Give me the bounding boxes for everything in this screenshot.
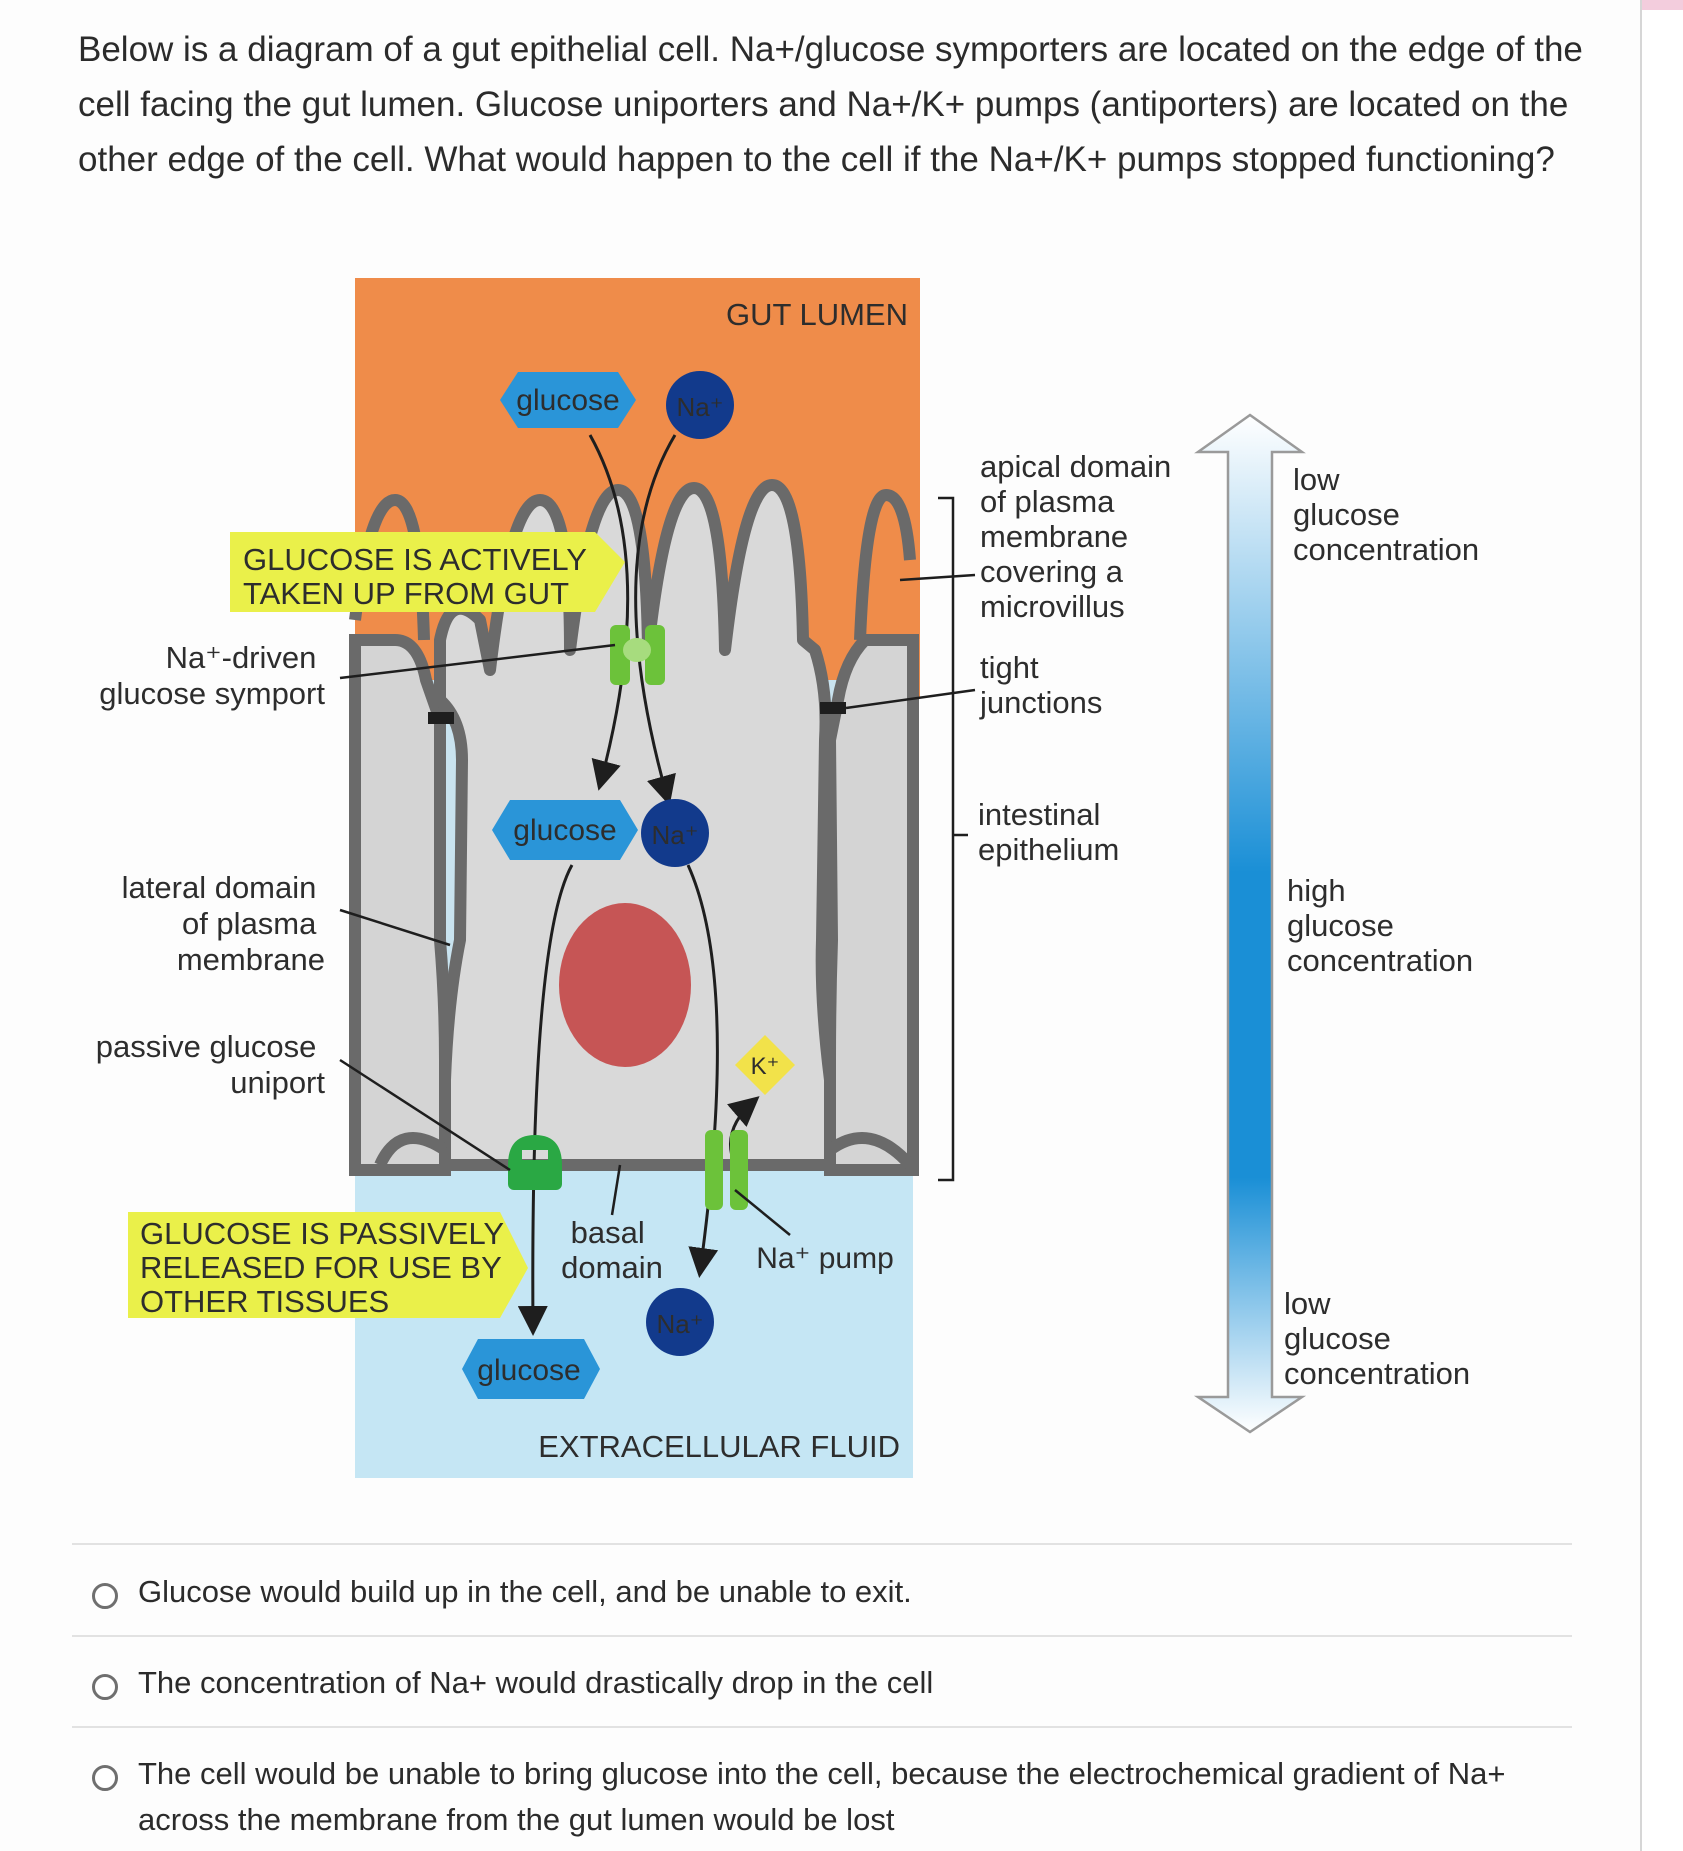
svg-text:Na⁺: Na⁺ bbox=[657, 1309, 704, 1339]
epithelium-bracket bbox=[938, 496, 968, 1182]
tight-junctions-label: tight junctions bbox=[979, 650, 1102, 720]
banner-passive-release bbox=[128, 1212, 528, 1318]
na-ion-bottom: Na⁺ bbox=[646, 1288, 714, 1356]
intestinal-epithelium-label: intestinal epithelium bbox=[978, 797, 1119, 867]
apical-domain-label: apical domain of plasma membrane coverin… bbox=[980, 449, 1180, 624]
option-3[interactable]: The cell would be unable to bring glucos… bbox=[92, 1751, 1572, 1843]
radio-button-2[interactable] bbox=[92, 1674, 118, 1700]
na-ion-middle: Na⁺ bbox=[641, 799, 709, 867]
symporter-protein bbox=[610, 625, 665, 685]
right-microvilli bbox=[854, 488, 916, 641]
basal-membrane-curve bbox=[374, 1132, 915, 1170]
k-ion: K⁺ bbox=[735, 1035, 795, 1095]
option-3-text[interactable]: The cell would be unable to bring glucos… bbox=[138, 1756, 1506, 1837]
radio-button-1[interactable] bbox=[92, 1583, 118, 1609]
passive-uniport-label: passive glucose uniport bbox=[96, 1029, 326, 1100]
nucleus bbox=[559, 903, 691, 1067]
radio-button-3[interactable] bbox=[92, 1765, 118, 1791]
glucose-uptake-arrow bbox=[588, 434, 630, 791]
extracellular-fluid-label: EXTRACELLULAR FLUID bbox=[538, 1429, 900, 1464]
banner-active-uptake-text: GLUCOSE IS ACTIVELY TAKEN UP FROM GUT bbox=[243, 542, 595, 611]
glucose-middle: glucose bbox=[492, 800, 638, 860]
right-neighbor-cell bbox=[823, 634, 919, 1176]
na-uptake-arrow bbox=[634, 434, 677, 806]
na-symport-label: Na⁺-driven glucose symport bbox=[99, 640, 325, 711]
svg-text:Na⁺: Na⁺ bbox=[677, 392, 724, 422]
na-pump-protein bbox=[705, 1130, 748, 1210]
na-pump-label: Na⁺ pump bbox=[756, 1242, 894, 1275]
low-glucose-bottom-label: low glucose concentration bbox=[1284, 1286, 1470, 1391]
option-2[interactable]: The concentration of Na+ would drastical… bbox=[92, 1660, 1572, 1706]
low-glucose-top-label: low glucose concentration bbox=[1293, 462, 1479, 567]
passive-uniport-leader bbox=[339, 1058, 511, 1172]
option-2-text[interactable]: The concentration of Na+ would drastical… bbox=[138, 1665, 934, 1700]
gut-epithelial-cell-diagram: glucose Na⁺ glucose Na⁺ K⁺ Na⁺ glucose G… bbox=[96, 278, 1479, 1478]
banner-active-uptake bbox=[230, 532, 625, 612]
svg-text:glucose: glucose bbox=[513, 814, 616, 847]
basal-domain-leader bbox=[610, 1164, 622, 1216]
tight-junction-right bbox=[820, 702, 846, 714]
na-ion-top: Na⁺ bbox=[666, 371, 734, 439]
question-text: Below is a diagram of a gut epithelial c… bbox=[78, 30, 1583, 179]
high-glucose-label: high glucose concentration bbox=[1287, 873, 1473, 978]
apical-domain-leader bbox=[899, 573, 976, 582]
question-card: Below is a diagram of a gut epithelial c… bbox=[72, 0, 1642, 1851]
glucose-bottom: glucose bbox=[462, 1339, 600, 1399]
uniporter-protein bbox=[508, 1135, 562, 1190]
tight-junction-left bbox=[428, 712, 454, 724]
svg-text:glucose: glucose bbox=[516, 384, 619, 417]
glucose-top: glucose bbox=[500, 372, 636, 428]
option-divider bbox=[72, 1635, 1572, 1637]
banner-passive-release-text: GLUCOSE IS PASSIVELY RELEASED FOR USE BY… bbox=[140, 1216, 512, 1319]
na-pump-leader bbox=[734, 1189, 791, 1236]
svg-text:glucose: glucose bbox=[477, 1354, 580, 1387]
na-symport-leader bbox=[339, 643, 616, 680]
option-divider bbox=[72, 1726, 1572, 1728]
option-1[interactable]: Glucose would build up in the cell, and … bbox=[92, 1569, 1572, 1615]
basal-domain-label: basal domain bbox=[561, 1215, 663, 1285]
lateral-domain-label: lateral domain of plasma membrane bbox=[122, 870, 325, 977]
svg-text:K⁺: K⁺ bbox=[751, 1053, 780, 1080]
svg-text:Na⁺: Na⁺ bbox=[652, 820, 699, 850]
option-divider bbox=[72, 1543, 1572, 1545]
gut-lumen-label: GUT LUMEN bbox=[726, 297, 908, 332]
lateral-domain-leader bbox=[339, 908, 451, 947]
glucose-gradient-arrow bbox=[1193, 413, 1307, 1434]
option-1-text[interactable]: Glucose would build up in the cell, and … bbox=[138, 1574, 912, 1609]
glucose-release-arrow bbox=[517, 864, 574, 1336]
